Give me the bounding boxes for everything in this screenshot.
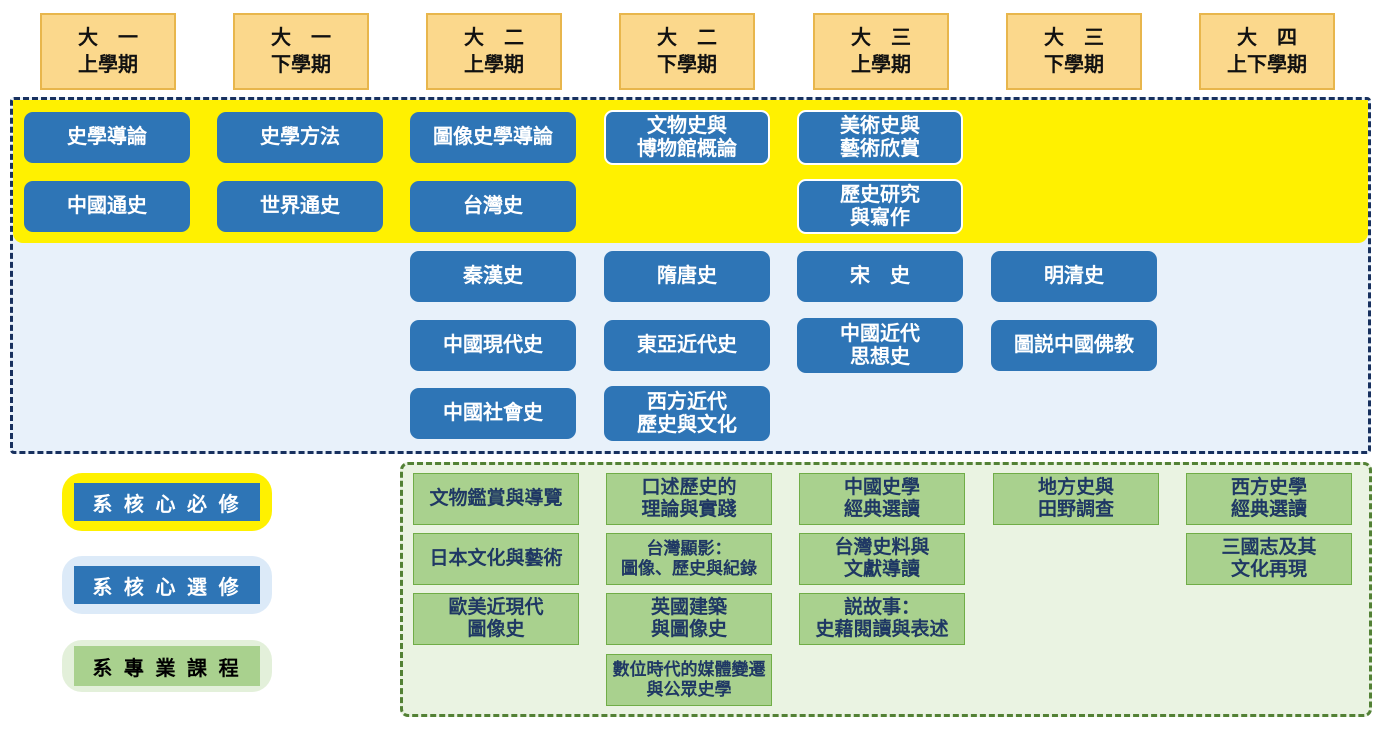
semester-header: 大 二 下學期 — [619, 13, 755, 90]
semester-header: 大 一 下學期 — [233, 13, 369, 90]
semester-header: 大 一 上學期 — [40, 13, 176, 90]
course-box: 西方近代 歷史與文化 — [604, 386, 770, 441]
course-box: 隋唐史 — [604, 251, 770, 302]
course-box: 史學導論 — [24, 112, 190, 163]
course-box: 史學方法 — [217, 112, 383, 163]
course-box: 數位時代的媒體變遷 與公眾史學 — [606, 654, 772, 706]
course-box: 日本文化與藝術 — [413, 533, 579, 585]
course-box: 台灣顯影： 圖像、歷史與紀錄 — [606, 533, 772, 585]
course-box: 中國社會史 — [410, 388, 576, 439]
course-box: 中國史學 經典選讀 — [799, 473, 965, 525]
legend-item-core-elective: 系 核 心 選 修 — [62, 556, 272, 614]
course-box: 世界通史 — [217, 181, 383, 232]
course-box: 文物史與 博物館概論 — [604, 110, 770, 165]
course-box: 歷史研究 與寫作 — [797, 179, 963, 234]
course-box: 中國現代史 — [410, 320, 576, 371]
course-box: 地方史與 田野調查 — [993, 473, 1159, 525]
semester-header: 大 三 下學期 — [1006, 13, 1142, 90]
semester-header: 大 四 上下學期 — [1199, 13, 1335, 90]
course-box: 英國建築 與圖像史 — [606, 593, 772, 645]
legend-item-core-required: 系 核 心 必 修 — [62, 473, 272, 531]
course-box: 説故事： 史藉閱讀與表述 — [799, 593, 965, 645]
course-box: 文物鑑賞與導覽 — [413, 473, 579, 525]
course-box: 三國志及其 文化再現 — [1186, 533, 1352, 585]
course-box: 歐美近現代 圖像史 — [413, 593, 579, 645]
course-box: 宋 史 — [797, 251, 963, 302]
course-box: 中國近代 思想史 — [797, 318, 963, 373]
semester-header: 大 三 上學期 — [813, 13, 949, 90]
semester-header: 大 二 上學期 — [426, 13, 562, 90]
legend-label: 系 核 心 必 修 — [74, 483, 260, 521]
course-box: 台灣史料與 文獻導讀 — [799, 533, 965, 585]
course-box: 東亞近代史 — [604, 320, 770, 371]
legend-label: 系 專 業 課 程 — [74, 646, 260, 686]
course-box: 口述歷史的 理論與實踐 — [606, 473, 772, 525]
legend-label: 系 核 心 選 修 — [74, 566, 260, 604]
course-box: 明清史 — [991, 251, 1157, 302]
course-box: 圖像史學導論 — [410, 112, 576, 163]
course-box: 美術史與 藝術欣賞 — [797, 110, 963, 165]
course-box: 中國通史 — [24, 181, 190, 232]
course-box: 秦漢史 — [410, 251, 576, 302]
course-box: 西方史學 經典選讀 — [1186, 473, 1352, 525]
course-box: 圖説中國佛教 — [991, 320, 1157, 371]
legend-item-professional: 系 專 業 課 程 — [62, 640, 272, 692]
course-box: 台灣史 — [410, 181, 576, 232]
